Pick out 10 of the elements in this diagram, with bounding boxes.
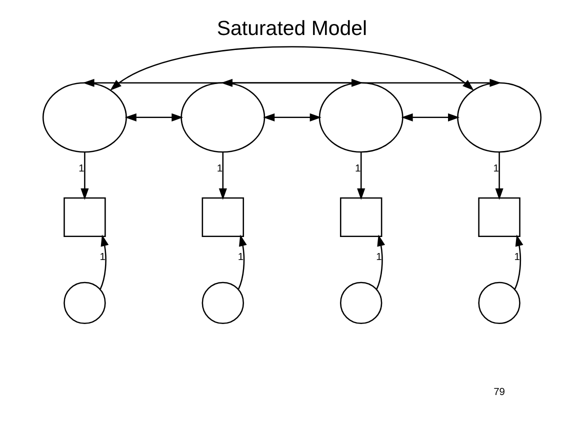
edge-label: 1 xyxy=(514,252,520,264)
edge-label: 1 xyxy=(216,164,223,175)
edge-label: 1 xyxy=(78,164,84,175)
edge-label: 1 xyxy=(355,164,361,175)
diagram-title: Saturated Model xyxy=(216,16,368,40)
edge-label: 1 xyxy=(376,252,382,264)
edge-label: 1 xyxy=(493,164,499,175)
label: 79 xyxy=(494,386,505,398)
edge-label: 1 xyxy=(238,252,244,264)
edge-label: 1 xyxy=(100,252,106,264)
